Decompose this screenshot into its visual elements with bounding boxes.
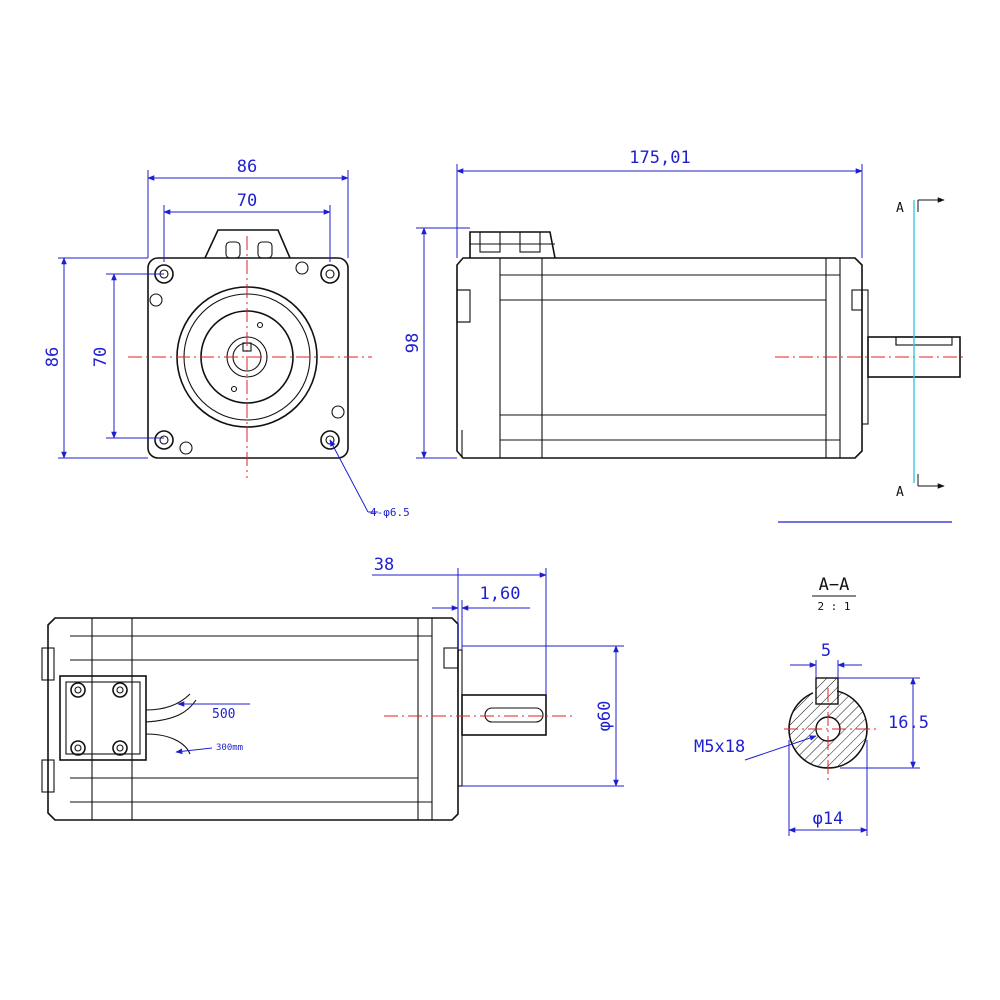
- dim-length: 175,01: [629, 148, 690, 168]
- side-dimensions: 175,01 98: [403, 148, 863, 459]
- front-view: 86 70 86 70 4-φ6.5: [43, 157, 410, 519]
- motor-body: [456, 257, 869, 459]
- dim-width-holes: 70: [237, 191, 257, 211]
- dim-key-width: 5: [821, 641, 831, 661]
- section-dimensions: 5 16.5 M5x18 φ14: [694, 641, 929, 836]
- front-centerlines: [128, 236, 372, 478]
- label-cable-500: 500: [212, 707, 235, 722]
- connector-plate: [59, 675, 197, 761]
- dim-height-holes: 70: [91, 347, 111, 367]
- bottom-view: 38 1,60 φ60 500 300mm: [41, 555, 624, 821]
- section-title: A−A: [819, 575, 850, 595]
- front-dimensions: 86 70 86 70 4-φ6.5: [43, 157, 410, 519]
- section-mark-top: A: [896, 201, 904, 216]
- dim-pilot-diameter: φ60: [595, 701, 615, 732]
- dim-height: 98: [403, 333, 423, 353]
- dim-shaft-length: 38: [374, 555, 394, 575]
- dim-height-outer: 86: [43, 347, 63, 367]
- dim-shaft-diameter: φ14: [813, 809, 844, 829]
- section-mark-bottom: A: [896, 485, 904, 500]
- shaft-section: [784, 677, 876, 782]
- bottom-shaft: [461, 694, 547, 736]
- bottom-body: [41, 617, 463, 821]
- label-cable-300: 300mm: [216, 743, 243, 753]
- connector-block: [469, 231, 556, 259]
- bottom-dimensions: 38 1,60 φ60 500 300mm: [175, 555, 624, 787]
- dim-width-outer: 86: [237, 157, 257, 177]
- front-flange: [147, 229, 349, 459]
- section-view: A−A 2 : 1 5 16.5 M5x18 φ14: [694, 575, 929, 836]
- label-hole-callout: 4-φ6.5: [370, 506, 410, 519]
- section-scale: 2 : 1: [817, 600, 850, 613]
- section-plane: A A: [778, 197, 952, 523]
- dim-key-height: 16.5: [888, 713, 929, 733]
- side-view: A A 175,01 98: [403, 148, 965, 523]
- dim-flange-step: 1,60: [480, 584, 521, 604]
- label-thread: M5x18: [694, 737, 745, 757]
